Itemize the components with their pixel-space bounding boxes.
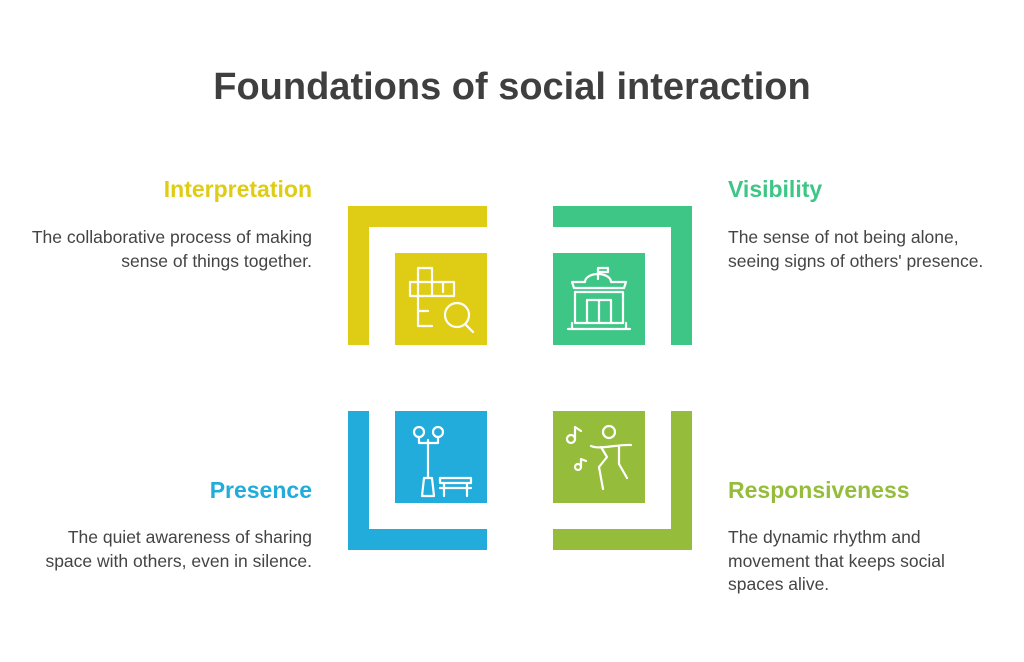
interpretation-description: The collaborative process of making sens…: [31, 227, 312, 271]
page-title: Foundations of social interaction: [213, 66, 811, 108]
interpretation-heading: Interpretation: [163, 176, 312, 202]
presence-description: The quiet awareness of sharing space wit…: [45, 527, 312, 571]
responsiveness-description: The dynamic rhythm and movement that kee…: [728, 527, 945, 594]
responsiveness-frame: [671, 411, 692, 550]
responsiveness-heading: Responsiveness: [728, 477, 910, 503]
dancer-music-icon: [553, 411, 645, 503]
presence-frame-bottom: [348, 529, 487, 550]
responsiveness-frame-bottom: [553, 529, 692, 550]
presence-heading: Presence: [209, 477, 312, 503]
interpretation-frame-side: [348, 206, 369, 345]
visibility-frame-side: [671, 206, 692, 345]
interpretation-frame: [348, 206, 487, 227]
crossword-magnifier-icon: [395, 253, 487, 345]
streetlamp-bench-icon: [395, 411, 487, 503]
visibility-heading: Visibility: [728, 176, 823, 202]
building-flag-icon: [553, 253, 645, 345]
visibility-frame: [553, 206, 692, 227]
visibility-description: The sense of not being alone, seeing sig…: [728, 227, 984, 271]
presence-frame: [348, 411, 369, 550]
